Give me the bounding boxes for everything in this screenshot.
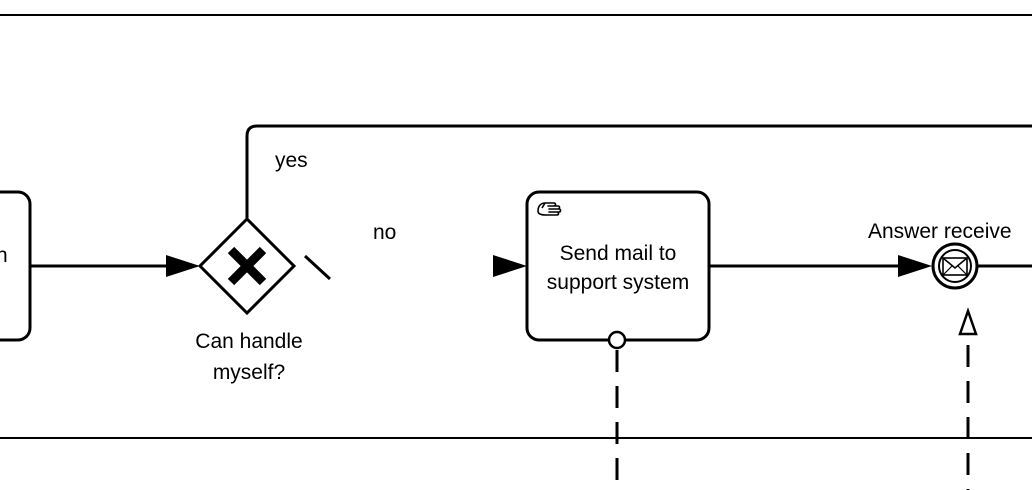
task-left[interactable]: n <box>0 190 32 342</box>
arrow-into-send-mail <box>493 255 527 277</box>
task-left-label: n <box>0 244 8 267</box>
event-label-answer-received: Answer receive <box>868 220 1012 243</box>
envelope-icon <box>942 257 968 276</box>
message-catch-event[interactable] <box>931 242 979 290</box>
default-flow-marker <box>303 254 332 281</box>
message-flow-incoming[interactable] <box>958 307 978 490</box>
exclusive-gateway[interactable] <box>197 216 297 316</box>
task-send-mail-label-line1: Send mail to <box>560 242 677 265</box>
task-send-mail[interactable]: Send mail to support system <box>525 190 711 342</box>
gateway-label-line2: myself? <box>213 361 285 384</box>
sequence-flow-yes[interactable] <box>245 124 1032 219</box>
task-send-mail-label-line2: support system <box>547 271 689 294</box>
sequence-flow-to-gateway[interactable] <box>30 255 200 277</box>
flow-label-yes: yes <box>275 149 308 172</box>
sequence-flow-to-event[interactable] <box>709 255 932 277</box>
gateway-label-line1: Can handle <box>195 330 302 353</box>
x-icon <box>227 246 267 286</box>
message-flow-outgoing[interactable] <box>607 330 627 490</box>
hand-icon <box>537 202 562 216</box>
flow-label-no: no <box>373 221 396 244</box>
